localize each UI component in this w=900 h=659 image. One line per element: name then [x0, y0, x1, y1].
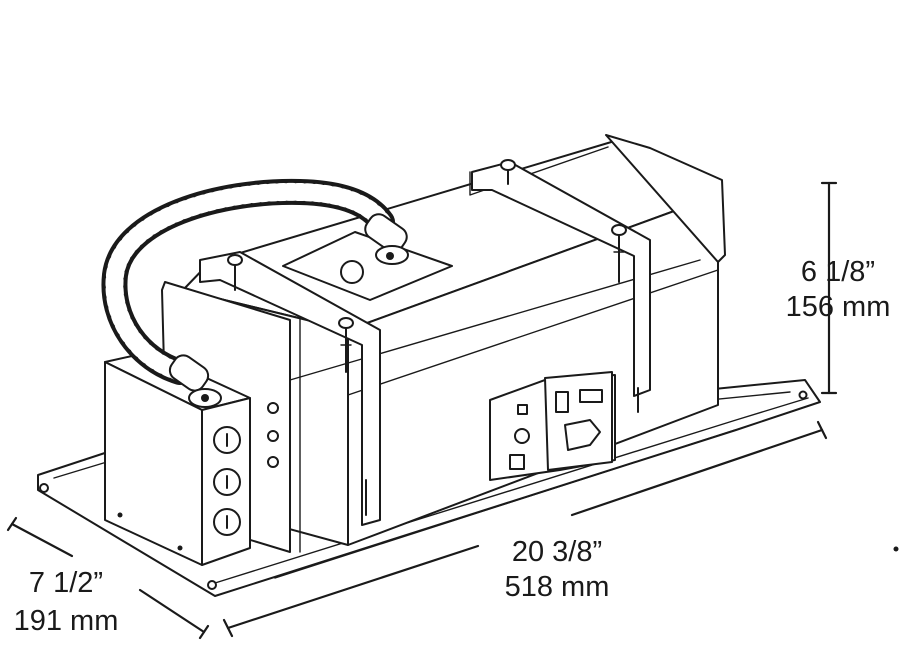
knockout-icon — [213, 426, 241, 454]
mounting-strap-rear — [471, 161, 651, 397]
adjustment-screws — [227, 159, 639, 516]
height-imperial-label: 6 1/8” — [801, 256, 875, 288]
width-dimension-line — [6, 516, 210, 640]
mounting-hole — [207, 580, 217, 590]
knockout-icon — [213, 468, 241, 496]
bar-hanger-clip — [489, 371, 616, 481]
mounting-strap-front — [199, 251, 381, 526]
screw-icon — [365, 387, 639, 516]
knockout-icon — [340, 260, 364, 284]
width-imperial-label: 7 1/2” — [29, 567, 103, 599]
mounting-hole — [39, 483, 49, 493]
height-metric-label: 156 mm — [786, 291, 891, 323]
flex-conduit — [101, 178, 409, 408]
knockout-icon — [213, 508, 241, 536]
conduit-connector-icon — [168, 354, 222, 408]
length-imperial-label: 20 3/8” — [512, 536, 602, 568]
length-dimension-line — [222, 420, 828, 638]
mounting-hole — [798, 390, 808, 400]
top-access-plate — [282, 231, 453, 301]
height-dimension-line — [820, 181, 838, 395]
length-metric-label: 518 mm — [505, 571, 610, 603]
screw-icon — [611, 224, 627, 283]
conduit-connector-icon — [364, 213, 409, 265]
edge-dot — [893, 546, 899, 552]
screw-icon — [338, 317, 354, 373]
width-metric-label: 191 mm — [14, 605, 119, 637]
screw-icon — [227, 254, 243, 291]
screw-icon — [500, 159, 516, 185]
